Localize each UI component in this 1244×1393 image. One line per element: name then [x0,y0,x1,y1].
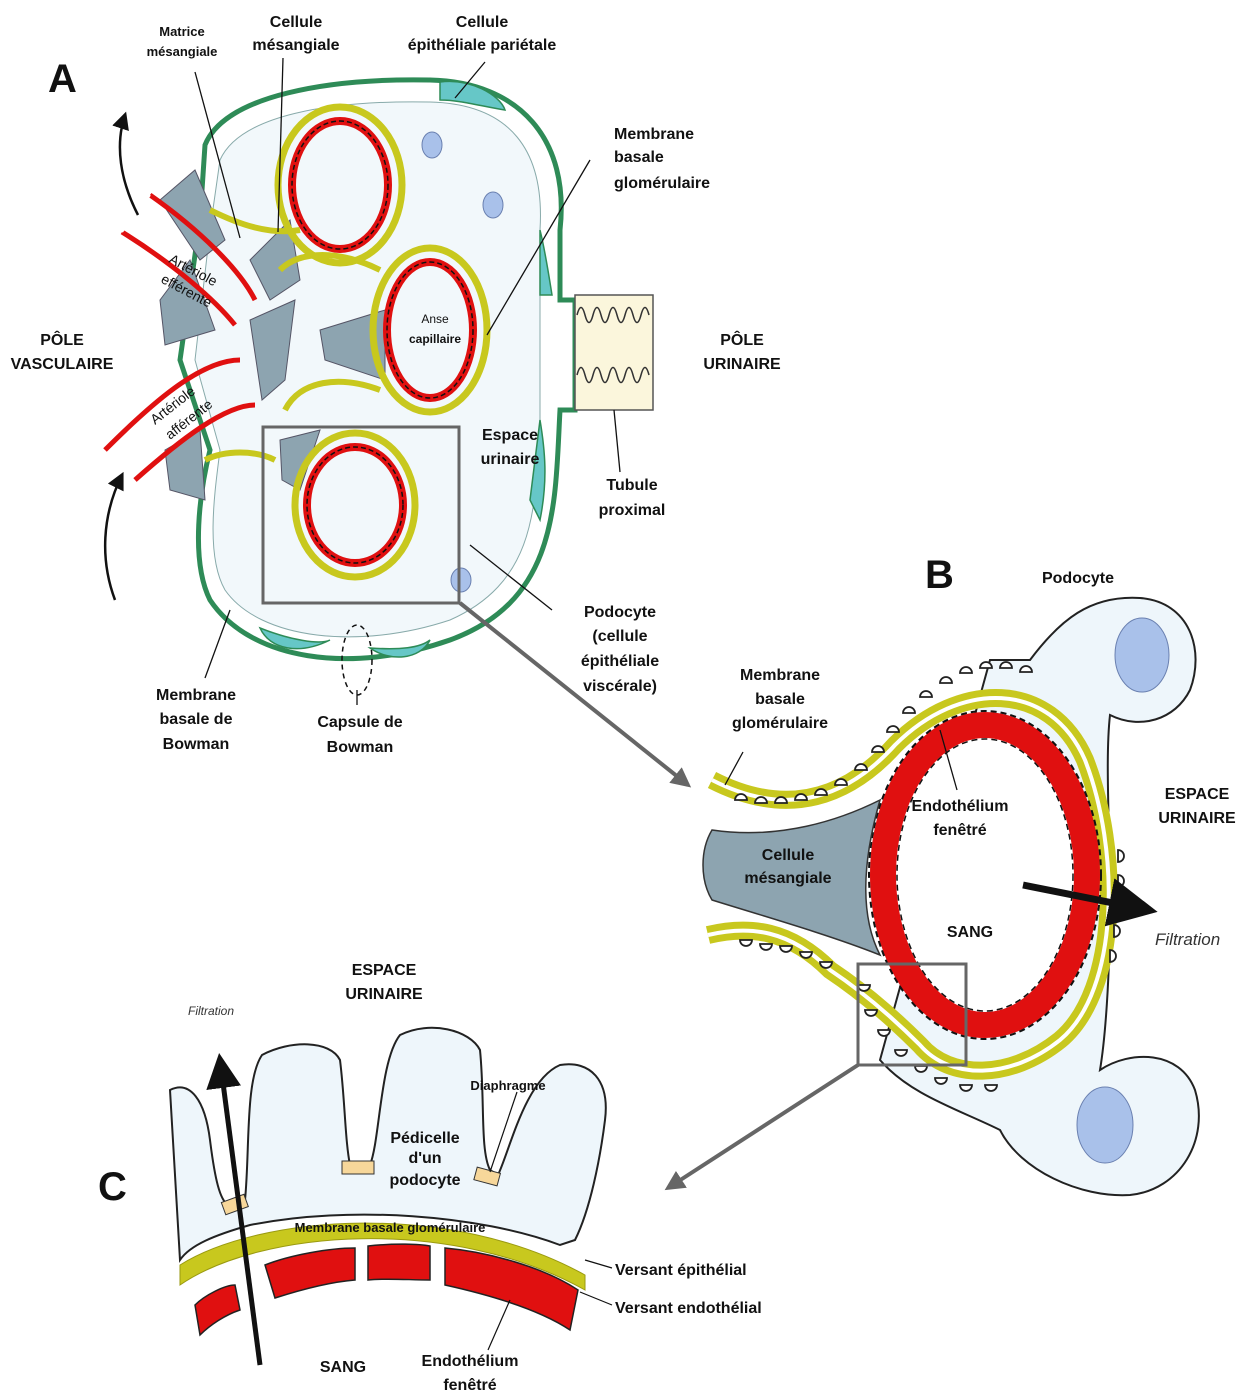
svg-text:d'un: d'un [408,1150,441,1167]
label-sang-b: SANG [947,924,993,941]
efferent-flow-arrow [120,115,138,215]
label-filtration-c: Filtration [188,1004,234,1018]
svg-text:fenêtré: fenêtré [933,822,986,839]
slit-diaphragm [342,1161,374,1174]
svg-text:ESPACE: ESPACE [1165,786,1230,803]
svg-text:capillaire: capillaire [409,332,461,346]
podocyte-nucleus [1115,618,1169,692]
svg-text:proximal: proximal [599,502,666,519]
label-matrice: Matrice mésangiale [147,24,218,59]
svg-text:ESPACE: ESPACE [352,962,417,979]
svg-text:Membrane: Membrane [740,667,820,684]
label-endothelium-c: Endothélium fenêtré [422,1353,519,1393]
svg-text:épithéliale: épithéliale [581,653,659,670]
label-pole-urinaire: PÔLE URINAIRE [703,330,781,373]
label-diaphragme: Diaphragme [470,1078,545,1093]
label-capsule-bowman: Capsule de Bowman [317,714,402,756]
label-membrane-c: Membrane basale glomérulaire [295,1220,486,1235]
label-membrane-b: Membrane basale glomérulaire [732,667,828,732]
endothelium-c-1 [195,1285,240,1335]
label-membrane-basale-bowman: Membrane basale de Bowman [156,687,236,753]
svg-text:Tubule: Tubule [606,477,657,494]
afferent-flow-arrow [105,475,122,600]
svg-text:Matrice: Matrice [159,24,205,39]
capillary-b [883,725,1087,1025]
label-filtration-b: Filtration [1155,930,1220,949]
panel-b-letter: B [925,553,954,597]
proximal-tubule [575,295,653,410]
svg-text:fenêtré: fenêtré [443,1377,496,1393]
svg-text:Endothélium: Endothélium [912,798,1009,815]
svg-text:mésangiale: mésangiale [147,44,218,59]
endothelium-c-3 [368,1244,430,1280]
label-versant-endothelial: Versant endothélial [615,1300,762,1317]
svg-text:Capsule de: Capsule de [317,714,402,731]
podocyte-nucleus [422,132,442,158]
svg-text:mésangiale: mésangiale [744,870,831,887]
svg-text:URINAIRE: URINAIRE [1158,810,1236,827]
svg-text:VASCULAIRE: VASCULAIRE [11,356,114,373]
label-cellule-mesangiale-a: Cellule mésangiale [252,14,339,54]
label-espace-c: ESPACE URINAIRE [345,962,423,1003]
svg-text:Bowman: Bowman [163,736,230,753]
label-membrane-basale-glomerulaire-a: Membrane basale glomérulaire [614,126,710,192]
label-podocyte-a: Podocyte (cellule épithéliale viscérale) [581,604,659,695]
svg-text:Pédicelle: Pédicelle [390,1130,459,1147]
panel-a: A [11,14,781,785]
svg-text:viscérale): viscérale) [583,678,657,695]
label-sang-c: SANG [320,1359,366,1376]
svg-text:épithéliale pariétale: épithéliale pariétale [408,37,557,54]
svg-text:Cellule: Cellule [456,14,509,31]
podocyte-nucleus [1077,1087,1133,1163]
svg-text:Endothélium: Endothélium [422,1353,519,1370]
svg-text:basale: basale [614,149,664,166]
label-versant-epithelial: Versant épithélial [615,1262,747,1279]
svg-text:mésangiale: mésangiale [252,37,339,54]
svg-text:Cellule: Cellule [270,14,323,31]
svg-text:glomérulaire: glomérulaire [614,175,710,192]
svg-text:basale: basale [755,691,805,708]
label-tubule-proximal: Tubule proximal [599,477,666,519]
svg-text:Membrane: Membrane [614,126,694,143]
svg-text:Podocyte: Podocyte [584,604,656,621]
label-cellule-epitheliale: Cellule épithéliale pariétale [408,14,557,54]
svg-text:Cellule: Cellule [762,847,815,864]
svg-text:basale de: basale de [160,711,233,728]
label-espace-b: ESPACE URINAIRE [1158,786,1236,827]
svg-text:URINAIRE: URINAIRE [345,986,423,1003]
panel-a-letter: A [48,57,77,101]
svg-text:Bowman: Bowman [327,739,394,756]
svg-text:PÔLE: PÔLE [720,330,764,349]
svg-text:PÔLE: PÔLE [40,330,84,349]
podocyte-nucleus [451,568,471,592]
podocyte-nucleus [483,192,503,218]
panel-c: C ESPACE URINAIRE Filtration Diaphragme [98,962,762,1393]
svg-text:urinaire: urinaire [481,451,540,468]
svg-text:glomérulaire: glomérulaire [732,715,828,732]
label-pole-vasculaire: PÔLE VASCULAIRE [11,330,114,373]
svg-text:podocyte: podocyte [389,1172,460,1189]
svg-text:URINAIRE: URINAIRE [703,356,781,373]
svg-text:Anse: Anse [421,312,449,326]
label-podocyte-b: Podocyte [1042,570,1114,587]
zoom-arrow-b-to-c [668,1065,858,1188]
endothelium-c-4 [445,1248,578,1330]
svg-text:Membrane: Membrane [156,687,236,704]
svg-text:Espace: Espace [482,427,538,444]
svg-text:(cellule: (cellule [592,628,647,645]
panel-b: B Podocyte Filtration [668,553,1236,1195]
endothelium-c-2 [265,1248,355,1298]
panel-c-letter: C [98,1165,127,1209]
